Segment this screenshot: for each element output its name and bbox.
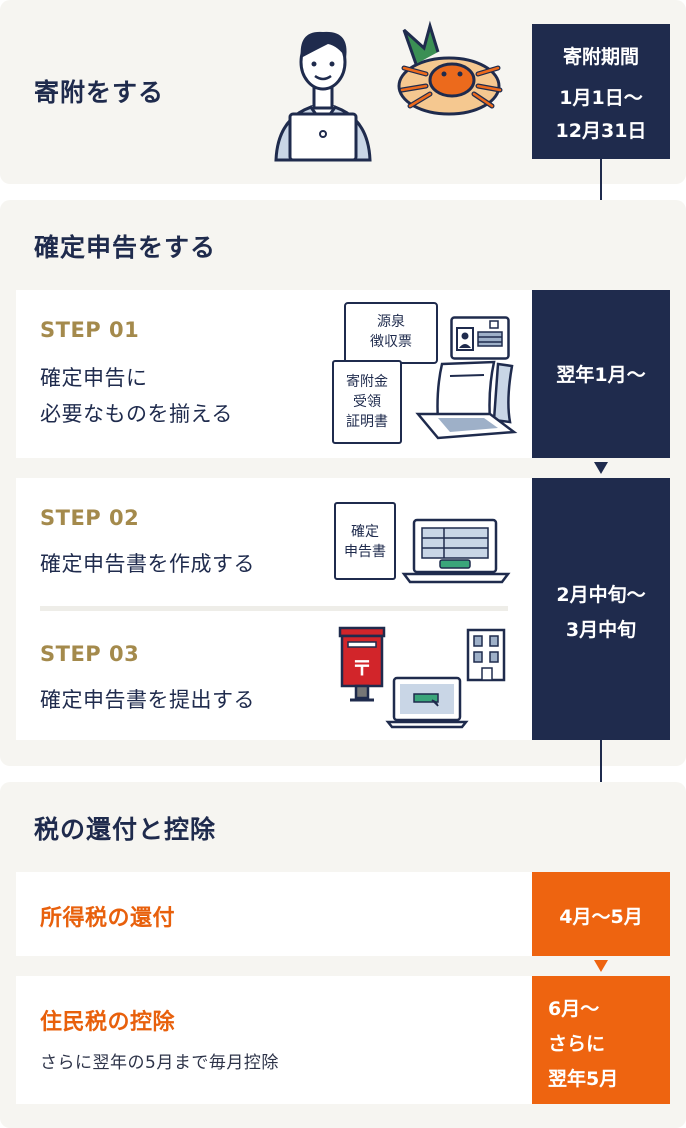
income-tax-refund-title: 所得税の還付 bbox=[40, 906, 176, 931]
arrow-down-icon bbox=[594, 960, 608, 972]
donation-period-badge: 寄附期間 1月1日〜 12月31日 bbox=[532, 24, 670, 159]
section-title-tax-return: 確定申告をする bbox=[34, 233, 217, 262]
donation-receipt: 寄附金 受領 証明書 bbox=[332, 360, 402, 444]
donation-receipt-line3: 証明書 bbox=[346, 414, 388, 430]
arrow-down-icon bbox=[594, 462, 608, 474]
step-divider bbox=[40, 606, 508, 611]
documents-icon: 源泉 徴収票 寄附金 受領 証明書 bbox=[330, 298, 530, 448]
section-title-donate: 寄附をする bbox=[34, 78, 165, 107]
donation-receipt-line2: 受領 bbox=[353, 394, 381, 410]
building-icon bbox=[466, 628, 506, 682]
income-tax-refund-card bbox=[16, 872, 534, 956]
tax-return-doc-line2: 申告書 bbox=[344, 544, 386, 560]
person-laptop-icon bbox=[274, 31, 372, 162]
resident-tax-deduction-period: 6月〜 さらに 翌年5月 bbox=[532, 976, 670, 1104]
step2-label: STEP 02 bbox=[40, 506, 140, 530]
income-tax-refund-period: 4月〜5月 bbox=[532, 872, 670, 956]
id-card-icon bbox=[450, 316, 510, 360]
tax-return-doc-line1: 確定 bbox=[351, 524, 379, 540]
step1-period-text: 翌年1月〜 bbox=[556, 364, 646, 386]
step1-desc-line1: 確定申告に bbox=[40, 366, 148, 390]
crab-dish-icon bbox=[397, 20, 503, 116]
donation-period-end: 12月31日 bbox=[555, 120, 647, 142]
step1-label: STEP 01 bbox=[40, 318, 140, 342]
donation-period-heading: 寄附期間 bbox=[562, 46, 639, 68]
donation-period-start: 1月1日〜 bbox=[559, 87, 643, 109]
donation-receipt-line1: 寄附金 bbox=[346, 374, 388, 390]
resident-tax-period-line3: 翌年5月 bbox=[548, 1068, 619, 1090]
resident-tax-period-line2: さらに bbox=[548, 1033, 606, 1055]
step1-description: 確定申告に 必要なものを揃える bbox=[40, 360, 233, 432]
step3-label: STEP 03 bbox=[40, 642, 140, 666]
laptop-icon bbox=[401, 518, 511, 584]
withholding-slip: 源泉 徴収票 bbox=[344, 302, 438, 364]
resident-tax-deduction-title: 住民税の控除 bbox=[40, 1010, 176, 1035]
step2-3-period-badge: 2月中旬〜 3月中旬 bbox=[532, 478, 670, 740]
step2-description: 確定申告書を作成する bbox=[40, 552, 255, 576]
laptop-icon bbox=[415, 360, 518, 440]
step2-3-period-line2: 3月中旬 bbox=[565, 619, 637, 641]
step3-description: 確定申告書を提出する bbox=[40, 688, 255, 712]
withholding-slip-line2: 徴収票 bbox=[370, 334, 412, 350]
tax-return-document: 確定 申告書 bbox=[334, 502, 396, 580]
withholding-slip-line1: 源泉 bbox=[377, 314, 405, 330]
postbox-icon bbox=[338, 626, 386, 702]
postbox-mark: 〒 bbox=[352, 656, 372, 680]
income-tax-refund-period-text: 4月〜5月 bbox=[559, 906, 643, 928]
step1-desc-line2: 必要なものを揃える bbox=[40, 402, 233, 426]
section-title-refund: 税の還付と控除 bbox=[34, 815, 217, 844]
step2-3-period-line1: 2月中旬〜 bbox=[556, 584, 646, 606]
resident-tax-deduction-card bbox=[16, 976, 534, 1104]
resident-tax-deduction-note: さらに翌年の5月まで毎月控除 bbox=[40, 1053, 279, 1073]
laptop-icon bbox=[385, 676, 469, 729]
resident-tax-period-line1: 6月〜 bbox=[548, 998, 600, 1020]
step1-period-badge: 翌年1月〜 bbox=[532, 290, 670, 458]
